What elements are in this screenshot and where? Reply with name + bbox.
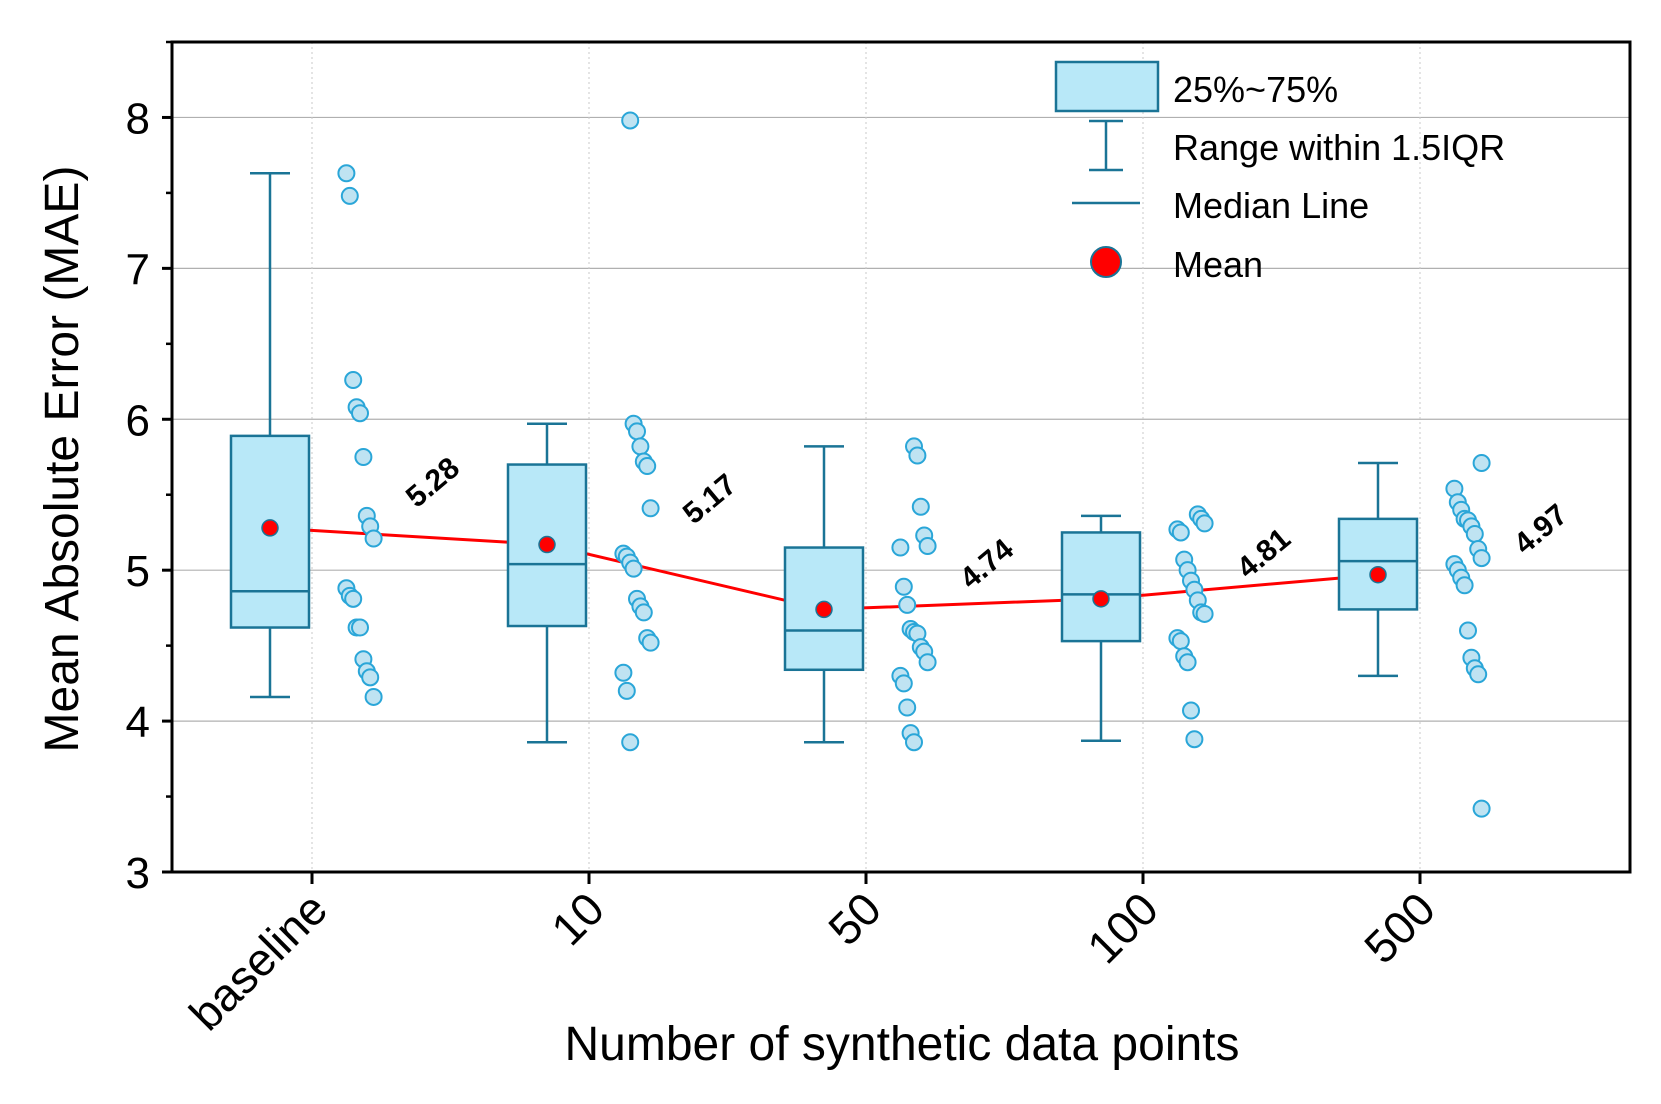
plot-frame (170, 40, 1632, 874)
data-point (361, 668, 380, 687)
iqr-box (1337, 517, 1419, 611)
data-point (351, 618, 369, 637)
mean-point (815, 600, 833, 619)
y-tick-label: 4 (126, 698, 150, 747)
mean-point (1369, 565, 1387, 584)
data-point (628, 422, 646, 441)
data-point (364, 529, 383, 548)
plot-area: 5.28 5.17 4.74 4.81 4.97 (229, 111, 1574, 818)
data-point (351, 404, 369, 423)
data-point (621, 111, 640, 130)
data-point (638, 457, 657, 476)
data-point (344, 589, 363, 608)
data-point (634, 603, 653, 622)
legend: 25%~75% Range within 1.5IQR Median Line … (1054, 60, 1505, 285)
mean-label: 4.81 (1231, 522, 1297, 585)
data-point (1455, 576, 1474, 595)
legend-whisker-label: Range within 1.5IQR (1173, 127, 1505, 168)
mean-label: 4.97 (1508, 498, 1574, 561)
data-point (894, 577, 913, 596)
data-point (891, 538, 910, 557)
x-tick-label: 10 (541, 882, 614, 955)
box-group-10: 5.17 (506, 111, 743, 752)
data-point (617, 681, 636, 700)
data-point (1178, 653, 1197, 672)
data-point (1472, 549, 1491, 568)
data-point (1459, 621, 1477, 640)
data-point (624, 559, 643, 578)
data-point (905, 733, 923, 752)
data-point (1472, 454, 1491, 473)
data-point (364, 687, 383, 706)
box-group-100: 4.81 (1060, 505, 1297, 749)
x-axis-label: Number of synthetic data points (564, 1018, 1239, 1071)
data-point (1195, 514, 1214, 533)
mean-label: 4.74 (954, 533, 1020, 596)
data-point (898, 595, 917, 614)
legend-whisker-swatch (1089, 119, 1123, 172)
y-axis-label: Mean Absolute Error (MAE) (36, 166, 89, 753)
x-tick-label: baseline (179, 882, 337, 1040)
data-point (1171, 523, 1190, 542)
x-tick-label: 100 (1077, 882, 1168, 973)
data-point (621, 733, 640, 752)
data-point (918, 537, 937, 556)
data-point (908, 446, 927, 465)
data-point (1195, 604, 1214, 623)
legend-mean-swatch (1090, 246, 1122, 278)
legend-mean-label: Mean (1173, 244, 1263, 285)
x-tick-label: 50 (818, 882, 891, 955)
mean-point (538, 535, 556, 554)
data-point (1185, 730, 1204, 749)
legend-box-label: 25%~75% (1173, 69, 1338, 110)
mean-point (261, 519, 279, 537)
y-tick-label: 8 (126, 94, 150, 143)
box-group-500: 4.97 (1337, 454, 1574, 818)
data-point (1465, 524, 1484, 543)
legend-box-swatch (1054, 60, 1160, 113)
data-point (354, 448, 373, 466)
y-tick-label: 3 (126, 849, 150, 898)
data-point (344, 371, 363, 390)
iqr-box (1060, 531, 1142, 643)
y-tick-label: 7 (126, 245, 150, 294)
mean-label: 5.17 (677, 468, 743, 531)
data-point (641, 499, 660, 518)
legend-median-label: Median Line (1173, 185, 1369, 226)
box-group-50: 4.74 (783, 437, 1020, 752)
data-point (894, 674, 913, 693)
data-point (1182, 701, 1200, 720)
data-point (911, 497, 930, 516)
data-point (1472, 799, 1491, 818)
y-tick-label: 6 (126, 396, 150, 445)
data-point (918, 653, 937, 672)
data-point (1469, 665, 1488, 684)
box-group-baseline: 5.28 (229, 164, 466, 706)
mean-point (1092, 590, 1110, 608)
data-point (614, 663, 633, 682)
data-point (898, 698, 917, 717)
data-point (641, 633, 660, 652)
data-point (337, 164, 356, 183)
x-tick-label: 500 (1354, 882, 1445, 973)
data-point (1171, 632, 1190, 651)
mean-label: 5.28 (400, 451, 466, 514)
y-tick-label: 5 (126, 547, 150, 596)
data-point (631, 437, 650, 456)
data-point (340, 186, 359, 205)
grid (172, 42, 1630, 872)
